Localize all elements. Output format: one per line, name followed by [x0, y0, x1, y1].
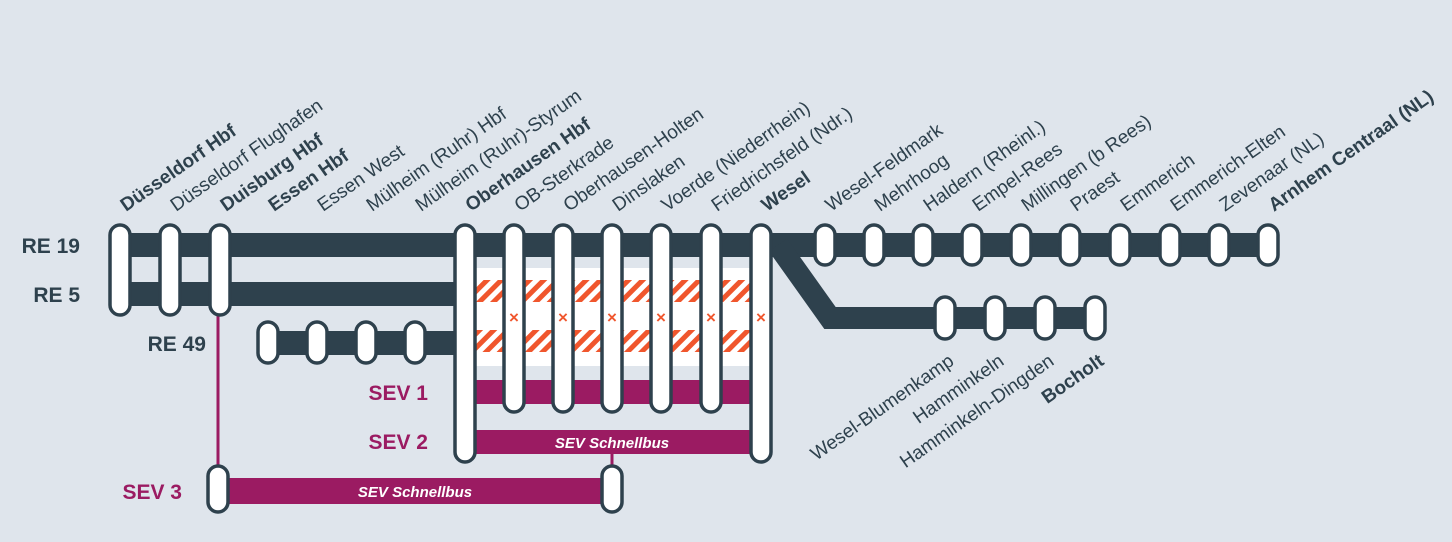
line-label-re19: RE 19	[22, 235, 80, 258]
line-label-sev2: SEV 2	[368, 431, 428, 454]
closure-markers: × × × × × ×	[509, 308, 766, 327]
station-marker	[911, 223, 935, 267]
station-marker	[813, 223, 837, 267]
station-markers	[108, 223, 1280, 514]
station-marker	[960, 223, 984, 267]
sev3-bar	[218, 478, 613, 504]
station-marker	[1083, 295, 1107, 341]
station-marker	[983, 295, 1007, 341]
closure-x-icon: ×	[756, 308, 766, 327]
station-marker	[305, 320, 329, 365]
hatched-band-upper	[476, 280, 772, 302]
station-labels-bottom: Wesel-BlumenkampHamminkelnHamminkeln-Din…	[807, 350, 1109, 472]
hatched-band-lower	[476, 330, 772, 352]
station-marker	[108, 223, 132, 317]
closure-x-icon: ×	[607, 308, 617, 327]
station-marker	[403, 320, 427, 365]
closure-x-icon: ×	[706, 308, 716, 327]
station-marker	[256, 320, 280, 365]
station-marker	[158, 223, 182, 317]
station-marker	[354, 320, 378, 365]
station-marker	[600, 223, 624, 414]
station-marker	[1158, 223, 1182, 267]
line-labels: RE 19 RE 5 RE 49 SEV 1 SEV 2 SEV 3	[22, 235, 429, 504]
station-marker	[453, 223, 477, 464]
station-marker	[933, 295, 957, 341]
station-marker	[649, 223, 673, 414]
sev3-schnellbus-label: SEV Schnellbus	[358, 484, 472, 501]
closure-x-icon: ×	[656, 308, 666, 327]
line-label-re5: RE 5	[33, 284, 80, 307]
station-marker	[1058, 223, 1082, 267]
line-label-re49: RE 49	[148, 333, 206, 356]
station-marker	[551, 223, 575, 414]
station-marker	[502, 223, 526, 414]
station-marker	[206, 464, 230, 514]
line-label-sev3: SEV 3	[122, 481, 182, 504]
closure-x-icon: ×	[509, 308, 519, 327]
line-label-sev1: SEV 1	[368, 382, 428, 405]
station-marker	[699, 223, 723, 414]
station-marker	[208, 223, 232, 317]
station-marker	[600, 464, 624, 514]
station-marker	[1009, 223, 1033, 267]
closure-x-icon: ×	[558, 308, 568, 327]
station-marker	[1108, 223, 1132, 267]
station-marker	[749, 223, 773, 464]
sev2-schnellbus-label: SEV Schnellbus	[555, 435, 669, 452]
sev2-bar	[465, 430, 761, 454]
station-marker	[1207, 223, 1231, 267]
station-marker	[1033, 295, 1057, 341]
station-marker	[862, 223, 886, 267]
station-marker	[1256, 223, 1280, 267]
bus-labels: SEV Schnellbus SEV Schnellbus	[358, 435, 669, 501]
